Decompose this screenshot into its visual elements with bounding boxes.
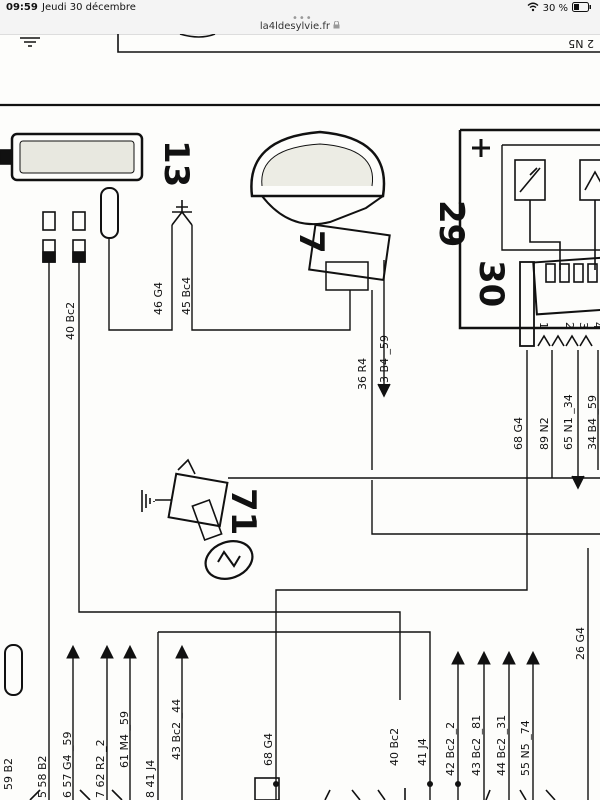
label-top-right: 2 N5: [568, 37, 594, 50]
arrow-heads: [66, 644, 540, 665]
label-58-b2: 5 58 B2: [36, 755, 49, 798]
label-45-bc4: 45 Bc4: [180, 277, 193, 315]
battery-percent: 30 %: [542, 3, 568, 14]
label-46-g4: 46 G4: [152, 282, 165, 315]
ground-symbol-top: [20, 37, 40, 47]
label-33-b4: 33 B4 _59: [378, 335, 391, 390]
battery-icon: [572, 2, 592, 15]
label-65-n1: 65 N1 _34: [562, 394, 575, 450]
status-right: 30 %: [527, 2, 592, 15]
wires: [48, 225, 600, 800]
label-36-r4: 36 R4: [356, 358, 369, 390]
label-40-bc2-top: 40 Bc2: [64, 302, 77, 340]
label-59-b2: 59 B2: [2, 758, 15, 790]
bottom-connectors: [29, 777, 556, 800]
component-number-13: 13: [156, 140, 196, 187]
switch-71-component: [141, 458, 254, 580]
address-bar[interactable]: ••• la4ldesylvie.fr: [0, 13, 600, 35]
relay-pin-3: 3: [577, 322, 590, 329]
wire-labels: 2 N5 46 G4 45 Bc4 40 Bc2 36 R4 33 B4 _59…: [2, 37, 599, 798]
top-arc: [179, 34, 216, 38]
relay-pin-labels: 1 2 3 4: [537, 322, 600, 329]
small-lamp-bottom-left: [4, 644, 23, 696]
more-dots-icon[interactable]: •••: [292, 13, 313, 24]
label-41-j4-bottom: 41 J4: [416, 738, 429, 766]
top-box-edge: [117, 34, 600, 53]
label-34-b4: 34 B4 _59: [586, 395, 599, 450]
relay-pin-4: 4: [591, 322, 600, 329]
status-bar: 09:59 Jeudi 30 décembre 30 %: [0, 0, 600, 16]
ground-switch-symbol: [171, 200, 193, 226]
component-number-71: 71: [223, 488, 263, 535]
label-40-bc2-bottom: 40 Bc2: [388, 728, 401, 766]
relay-pin-2: 2: [563, 322, 576, 329]
label-89-n2: 89 N2: [538, 417, 551, 450]
junction-dots: [273, 781, 461, 787]
label-44-bc2: 44 Bc2 _31: [495, 715, 508, 776]
status-date: Jeudi 30 décembre: [42, 2, 136, 13]
lock-icon: [333, 20, 340, 32]
label-43-bc2-44: 43 Bc2 _44: [170, 699, 183, 760]
label-57-g4: 6 57 G4 _59: [61, 731, 74, 798]
headlamp-component: [250, 130, 391, 291]
url-text: la4ldesylvie.fr: [0, 20, 600, 32]
wiring-diagram: 13 7 29 30 71 1 2 3 4 2 N5 46 G4 45 Bc4 …: [0, 34, 600, 800]
label-62-r2: 7 62 R2 _2: [94, 739, 107, 798]
component-number-30: 30: [471, 260, 511, 307]
wifi-icon: [527, 2, 539, 15]
label-41-j4-left: 8 41 J4: [144, 760, 157, 798]
label-68-g4-right: 68 G4: [512, 417, 525, 450]
relay-box: [458, 128, 600, 347]
label-68-g4-bottom: 68 G4: [262, 733, 275, 766]
label-42-bc2: 42 Bc2 _2: [444, 722, 457, 776]
label-61-m4: 61 M4 _59: [118, 711, 131, 768]
side-lamp-component: [0, 132, 144, 263]
status-time: 09:59: [6, 2, 38, 13]
label-26-g4: 26 G4: [574, 627, 587, 660]
component-number-7: 7: [291, 230, 331, 254]
component-number-29: 29: [431, 200, 471, 247]
label-43-bc2-81: 43 Bc2 _81: [470, 715, 483, 776]
relay-pin-1: 1: [537, 322, 550, 329]
label-55-n5: 55 N5 _74: [519, 720, 532, 776]
